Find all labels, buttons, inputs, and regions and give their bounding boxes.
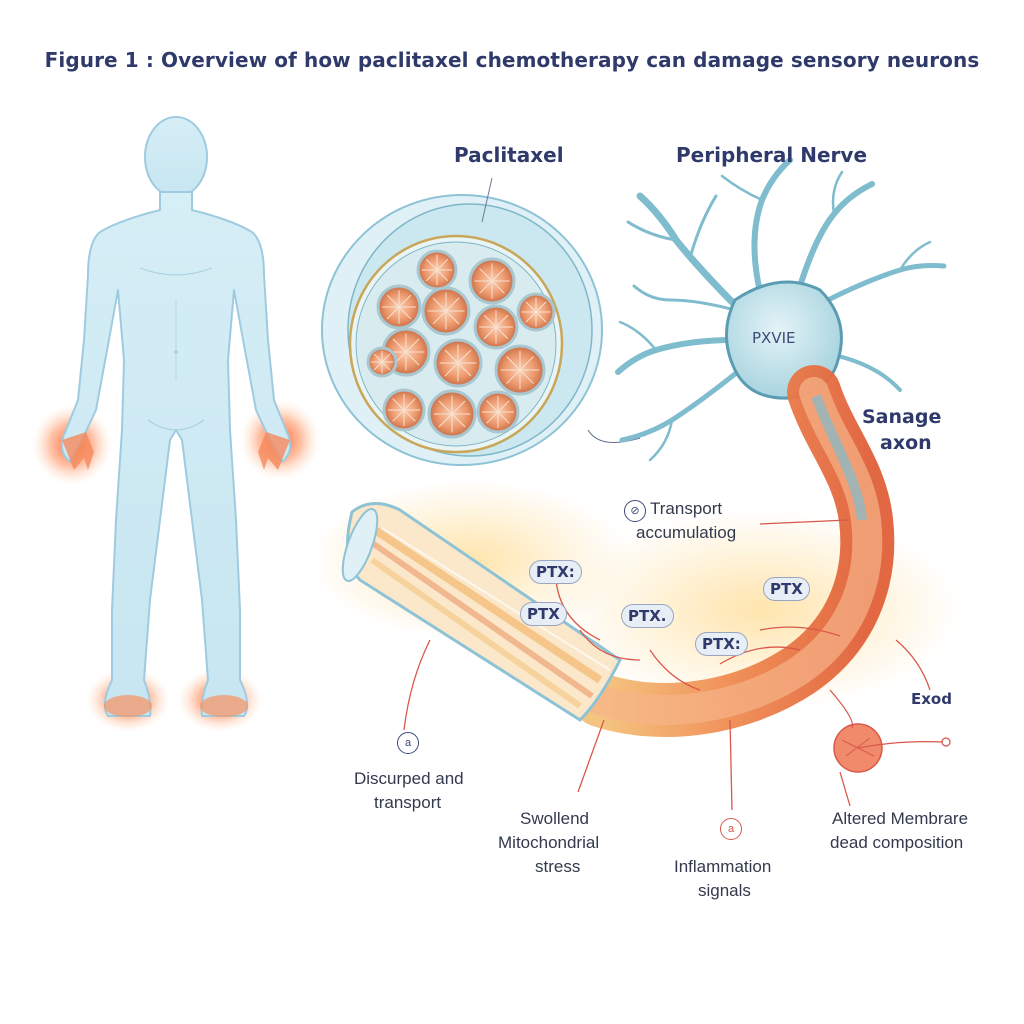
transport-label-line1: Transport — [650, 499, 723, 518]
dendrite-branch — [720, 174, 764, 202]
exod-tag: Exod — [911, 690, 952, 708]
dendrite-branch — [618, 320, 658, 352]
membrane-label-line1: Altered Membrare — [832, 809, 969, 828]
figure-title: Figure 1 : Overview of how paclitaxel ch… — [44, 48, 980, 72]
paclitaxel-pointer-line — [481, 177, 493, 223]
dendrite-branch — [626, 220, 678, 242]
dendrite-branch — [836, 354, 902, 392]
inflammation-marker: a — [720, 818, 742, 840]
dendrite-branch — [632, 284, 744, 314]
transport-marker: ⊘ — [624, 500, 646, 522]
ptx-tag: PTX — [763, 577, 810, 601]
signal-arrows — [403, 519, 945, 811]
mito-label-line2: Mitochondrial — [498, 833, 600, 852]
disrupted-label-line2: transport — [374, 793, 442, 812]
mito-label-line1: Swollend — [520, 809, 589, 828]
disrupted-label-line1: Discurped and — [354, 769, 464, 788]
human-body-figure — [32, 116, 320, 732]
dendrite-branch — [615, 337, 737, 375]
ptx-tag: PTX — [520, 602, 567, 626]
mito-label-line3: stress — [535, 857, 581, 876]
dendrite-branch — [797, 181, 875, 289]
inflammation-label-line1: Inflammation — [674, 857, 772, 876]
fascicle-group — [366, 249, 556, 439]
soma-label: PXVIE — [752, 329, 796, 347]
transport-label-line2: accumulatiog — [636, 523, 737, 542]
peripheral-nerve-heading: Peripheral Nerve — [676, 143, 868, 167]
inflammation-label-line2: signals — [698, 881, 751, 900]
dendrite-branch — [648, 418, 674, 462]
dendrite-branch — [751, 157, 793, 295]
dendrite-branch — [831, 170, 844, 216]
dendrite-branch — [688, 194, 718, 260]
damaged-axon — [310, 365, 960, 773]
membrane-label-line2: dead composition — [830, 833, 964, 852]
paclitaxel-heading: Paclitaxel — [454, 143, 564, 167]
ptx-tag: PTX. — [621, 604, 674, 628]
axon-label-line1: Sanage — [862, 406, 942, 428]
membrane-endpoint-dot — [941, 737, 951, 747]
ptx-tag: PTX: — [529, 560, 582, 584]
ptx-tag: PTX: — [695, 632, 748, 656]
dendrite-branch — [825, 263, 947, 303]
dendrite-branch — [619, 367, 743, 443]
axon-label-line2: axon — [880, 432, 932, 454]
disrupted-marker: a — [397, 732, 419, 754]
dendrite-branch — [898, 240, 932, 272]
nerve-cross-section — [321, 194, 603, 466]
